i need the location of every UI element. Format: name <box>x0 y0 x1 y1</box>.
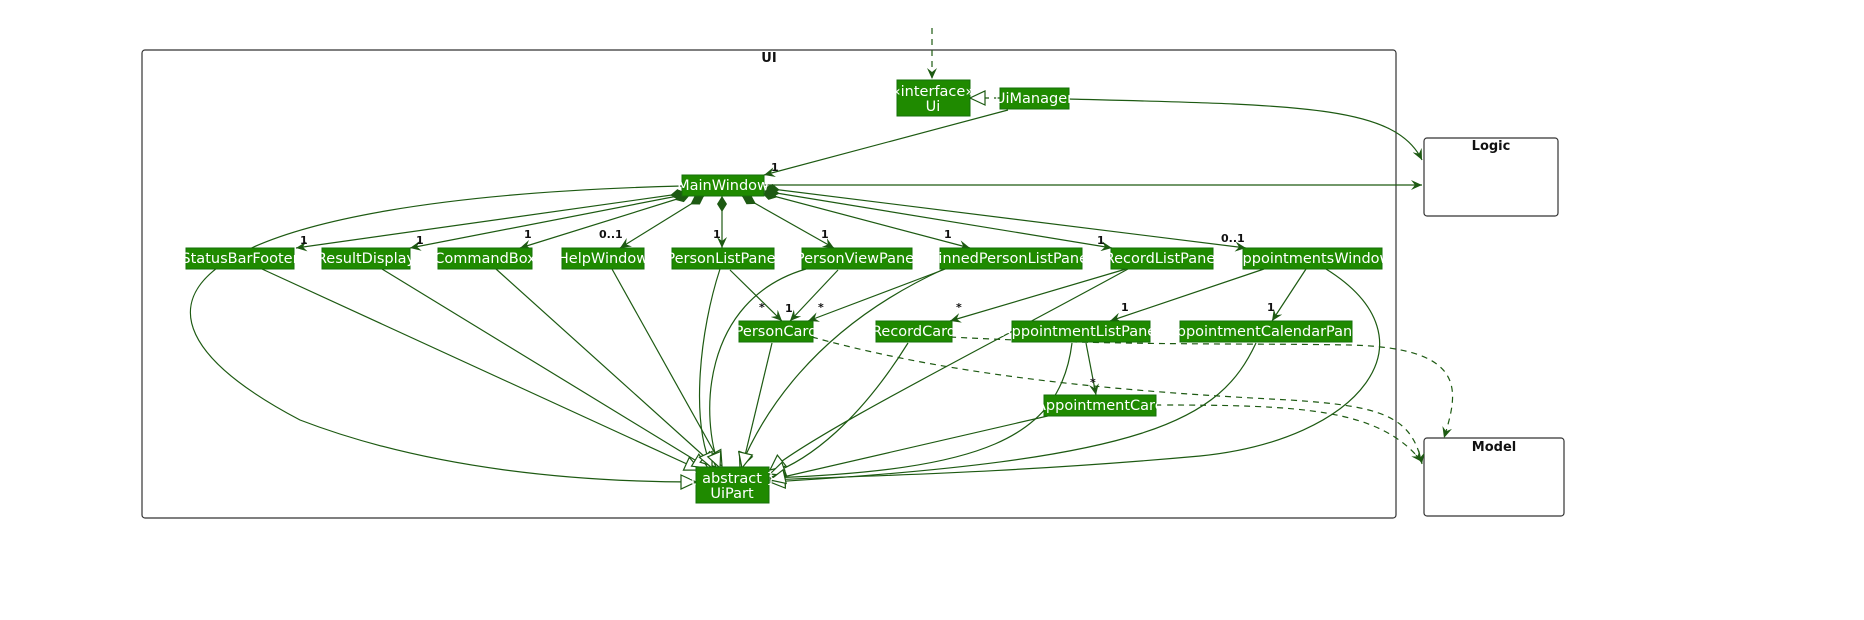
class-resultdisplay-label: ResultDisplay <box>317 251 416 267</box>
class-appointmentcard: AppointmentCard <box>1036 394 1164 417</box>
interface-ui-stereotype: «interface» <box>892 84 974 100</box>
edge-appointmentswindow-appointmentlistpanel <box>1109 268 1265 323</box>
edge-recordlistpanel-extends-uipart <box>768 268 1129 471</box>
edge-appointmentswindow-extends-uipart <box>768 268 1381 488</box>
multiplicity-pinned-person-list-panel: 1 <box>944 228 952 241</box>
class-statusbarfooter-label: StatusBarFooter <box>181 251 298 267</box>
class-uimanager: UiManager <box>995 87 1073 110</box>
multiplicity-record-list-panel: 1 <box>1097 234 1105 247</box>
package-ui: UI <box>141 49 1397 519</box>
edge-uimanager-to-mainwindow <box>763 109 1009 177</box>
multiplicity-labels: 1 1 1 1 0..1 1 1 1 1 0..1 * 1 * * 1 1 * <box>300 161 1275 389</box>
abstract-class-uipart: { abstract } UiPart <box>688 466 776 504</box>
multiplicity-result-display: 1 <box>416 234 424 247</box>
edge-mainwindow-helpwindow <box>619 195 705 249</box>
class-commandbox-label: CommandBox <box>434 251 536 267</box>
edge-mainwindow-extends-uipart <box>189 185 698 490</box>
class-appointmentlistpanel: AppointmentListPanel <box>1002 320 1161 343</box>
class-mainwindow: MainWindow <box>677 174 769 197</box>
multiplicity-command-box: 1 <box>524 228 532 241</box>
edge-commandbox-extends-uipart <box>495 268 718 468</box>
edge-pinnedpersonlistpanel-extends-uipart <box>738 268 945 470</box>
edge-personviewpanel-personcard <box>789 269 839 322</box>
class-personviewpanel: PersonViewPanel <box>796 247 918 270</box>
edge-appointmentcard-model <box>1155 404 1423 463</box>
class-appointmentcard-label: AppointmentCard <box>1036 398 1164 414</box>
class-appointmentcalendarpanel-label: AppointmentCalendarPanel <box>1167 324 1365 340</box>
edges <box>189 28 1454 490</box>
class-recordcard-label: RecordCard <box>872 324 956 340</box>
multiplicity-person-card-from-list: * <box>759 301 765 314</box>
class-pinnedpersonlistpanel: PinnedPersonListPanel <box>930 247 1092 270</box>
multiplicity-status-bar-footer: 1 <box>300 234 308 247</box>
class-appointmentcalendarpanel: AppointmentCalendarPanel <box>1167 320 1365 343</box>
multiplicity-person-list-panel: 1 <box>713 228 721 241</box>
class-personcard: PersonCard <box>735 320 818 343</box>
edge-personviewpanel-extends-uipart <box>706 268 807 470</box>
multiplicity-person-card-from-view: 1 <box>785 302 793 315</box>
multiplicity-person-view-panel: 1 <box>821 228 829 241</box>
edge-appointmentcalendarpanel-extends-uipart <box>768 342 1257 490</box>
class-appointmentswindow: AppointmentsWindow <box>1233 247 1392 270</box>
edge-pinnedpersonlistpanel-personcard <box>807 267 949 322</box>
edge-appointmentlistpanel-extends-uipart <box>768 342 1073 486</box>
class-helpwindow: HelpWindow <box>558 247 648 270</box>
class-pinnedpersonlistpanel-label: PinnedPersonListPanel <box>930 251 1092 267</box>
multiplicity-person-card-from-pinned: * <box>818 301 824 314</box>
class-helpwindow-label: HelpWindow <box>558 251 648 267</box>
class-uimanager-label: UiManager <box>995 91 1073 107</box>
abstract-class-uipart-stereotype: { abstract } <box>688 471 776 487</box>
class-appointmentlistpanel-label: AppointmentListPanel <box>1002 324 1161 340</box>
class-personcard-label: PersonCard <box>735 324 818 340</box>
edge-recordcard-model <box>949 336 1454 439</box>
interface-ui: «interface» Ui <box>892 79 974 117</box>
class-personlistpanel: PersonListPanel <box>666 247 780 270</box>
edge-recordlistpanel-recordcard <box>949 268 1127 323</box>
class-recordlistpanel-label: RecordListPanel <box>1105 251 1220 267</box>
class-appointmentswindow-label: AppointmentsWindow <box>1233 251 1392 267</box>
multiplicity-appointment-card: * <box>1090 376 1096 389</box>
edge-personcard-extends-uipart <box>737 342 773 470</box>
class-statusbarfooter: StatusBarFooter <box>181 247 299 270</box>
edge-mainwindow-statusbarfooter <box>295 189 687 252</box>
multiplicity-help-window: 0..1 <box>599 228 623 241</box>
edge-statusbarfooter-extends-uipart <box>261 268 702 471</box>
multiplicity-appointments-window: 0..1 <box>1221 232 1245 245</box>
abstract-class-uipart-name: UiPart <box>710 486 754 502</box>
edge-mainwindow-appointmentswindow <box>763 184 1247 252</box>
edge-recordcard-extends-uipart <box>768 342 909 477</box>
class-personlistpanel-label: PersonListPanel <box>666 251 779 267</box>
class-mainwindow-label: MainWindow <box>677 178 769 194</box>
class-commandbox: CommandBox <box>434 247 536 270</box>
package-model-title: Model <box>1472 440 1516 455</box>
edge-resultdisplay-extends-uipart <box>381 268 710 469</box>
multiplicity-record-card: * <box>956 301 962 314</box>
edge-personlistpanel-extends-uipart <box>698 268 721 470</box>
edge-helpwindow-extends-uipart <box>611 268 723 468</box>
edge-mainwindow-resultdisplay <box>409 190 689 251</box>
multiplicity-appointment-calendar-panel: 1 <box>1267 301 1275 314</box>
class-recordcard: RecordCard <box>872 320 956 343</box>
package-logic-title: Logic <box>1472 139 1511 154</box>
class-recordlistpanel: RecordListPanel <box>1105 247 1220 270</box>
edge-uimanager-to-logic <box>1068 98 1423 161</box>
package-ui-title: UI <box>761 51 776 66</box>
interface-ui-name: Ui <box>926 99 941 115</box>
package-model: Model <box>1423 437 1565 517</box>
edge-appointmentswindow-appointmentcalendarpanel <box>1271 268 1307 322</box>
edge-appointmentcard-extends-uipart <box>768 414 1053 485</box>
class-resultdisplay: ResultDisplay <box>317 247 416 270</box>
multiplicity-main-window: 1 <box>771 161 779 174</box>
class-personviewpanel-label: PersonViewPanel <box>796 251 918 267</box>
package-logic: Logic <box>1423 137 1559 217</box>
multiplicity-appointment-list-panel: 1 <box>1121 301 1129 314</box>
